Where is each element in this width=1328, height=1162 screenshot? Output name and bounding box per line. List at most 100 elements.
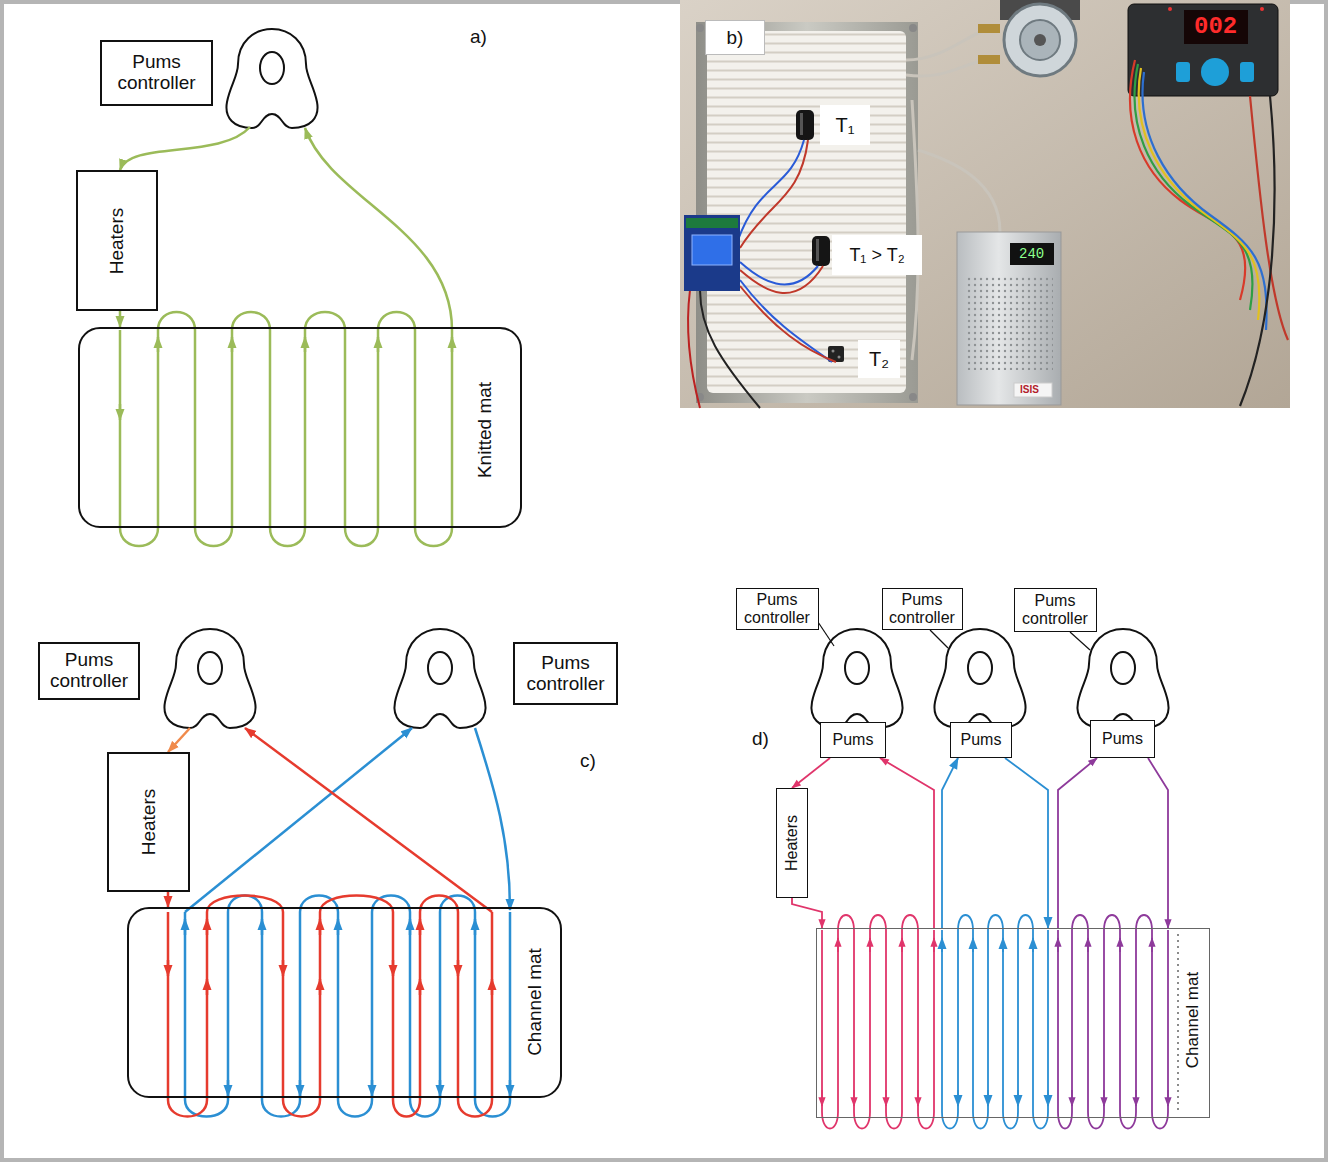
panel-label: d) <box>752 728 769 750</box>
photo <box>740 280 832 362</box>
photo <box>1135 64 1253 310</box>
flow-line <box>1119 938 1121 952</box>
photo <box>1260 7 1264 11</box>
flow-line <box>1071 1090 1073 1106</box>
flow-line <box>168 728 190 752</box>
flow-line <box>319 919 322 935</box>
photo <box>696 24 704 32</box>
photo <box>738 140 804 240</box>
flow-line <box>409 919 412 935</box>
photo <box>740 140 808 248</box>
photo <box>909 393 917 401</box>
flow-line <box>1017 1090 1019 1106</box>
photo <box>957 232 1061 405</box>
photo <box>918 150 1000 232</box>
leader-line <box>1070 632 1090 650</box>
flow-line <box>942 915 1048 1129</box>
process-box: Pums <box>1090 720 1155 758</box>
photo-tag: T₁ > T₂ <box>832 235 922 275</box>
flow-line <box>120 127 250 170</box>
flow-line <box>419 919 422 935</box>
node-text: Pums <box>1102 730 1143 748</box>
leader-line <box>930 630 948 648</box>
flow-line <box>206 919 209 935</box>
process-box: Pums controller <box>1014 588 1097 632</box>
flow-line <box>167 960 170 976</box>
flow-line <box>457 960 460 976</box>
mat-box: Channel mat <box>127 907 562 1098</box>
flow-line <box>206 979 209 995</box>
mat-box: Channel mat <box>816 928 1210 1118</box>
flow-line <box>120 312 452 546</box>
panel-label: ISIS <box>1020 384 1039 396</box>
photo <box>965 275 1053 370</box>
flow-line <box>1002 938 1004 952</box>
flow-line <box>837 938 839 952</box>
flow-line <box>119 404 122 420</box>
heater-box: Heaters <box>107 752 190 892</box>
flow-line <box>1135 1090 1137 1106</box>
photo <box>740 262 818 284</box>
flow-line <box>371 1080 374 1096</box>
flow-line <box>377 337 380 352</box>
flow-connector <box>1148 758 1168 928</box>
photo <box>1130 60 1245 300</box>
process-box: Pums <box>950 722 1012 758</box>
flow-line <box>305 128 452 330</box>
node-text: Heaters <box>138 789 159 856</box>
flow-line <box>987 1090 989 1106</box>
photo <box>688 290 700 408</box>
photo <box>1168 7 1172 11</box>
flow-line <box>942 915 1048 1129</box>
flow-line <box>475 728 510 910</box>
mat-divider <box>1177 934 1179 1112</box>
flow-connector <box>1058 758 1097 928</box>
flow-line <box>1058 915 1168 1129</box>
flow-line <box>261 919 264 935</box>
photo <box>1010 243 1054 265</box>
photo <box>740 286 836 362</box>
flow-line <box>941 938 943 952</box>
photo <box>684 215 740 291</box>
photo <box>696 22 918 403</box>
pump-symbol <box>394 629 485 728</box>
flow-connector <box>167 892 170 907</box>
photo <box>909 24 917 32</box>
flow-line <box>822 915 934 1129</box>
photo <box>1250 96 1288 340</box>
heater-box: Heaters <box>776 788 809 898</box>
flow-connector <box>880 758 934 928</box>
flow-line <box>933 938 935 952</box>
flow-line <box>1047 1090 1049 1106</box>
flow-line <box>972 938 974 952</box>
flow-line <box>853 1090 855 1106</box>
flow-line <box>901 938 903 952</box>
photo <box>686 218 738 228</box>
heater-box: Heaters <box>76 170 158 311</box>
photo <box>1139 68 1260 320</box>
flow-connector <box>119 311 122 327</box>
flow-line <box>337 919 340 935</box>
flow-line <box>885 1090 887 1106</box>
process-box: Pums controller <box>882 588 963 630</box>
photo <box>838 356 841 359</box>
flow-line <box>185 728 510 1117</box>
photo <box>1184 10 1248 44</box>
node-text: Pums controller <box>106 52 207 94</box>
flow-line <box>184 919 187 935</box>
process-box: Pums controller <box>736 588 819 630</box>
photo <box>906 60 985 76</box>
flow-line <box>231 337 234 352</box>
photo <box>978 24 1000 33</box>
photo <box>1240 96 1275 406</box>
process-box: Pums controller <box>38 642 140 700</box>
flow-line <box>1167 1090 1169 1106</box>
pump-symbol <box>1077 629 1168 728</box>
node-text: Knitted mat <box>475 382 496 478</box>
photo <box>1130 60 1288 406</box>
node-text: Heaters <box>107 207 128 274</box>
photo <box>1034 34 1046 46</box>
flow-line <box>392 960 395 976</box>
